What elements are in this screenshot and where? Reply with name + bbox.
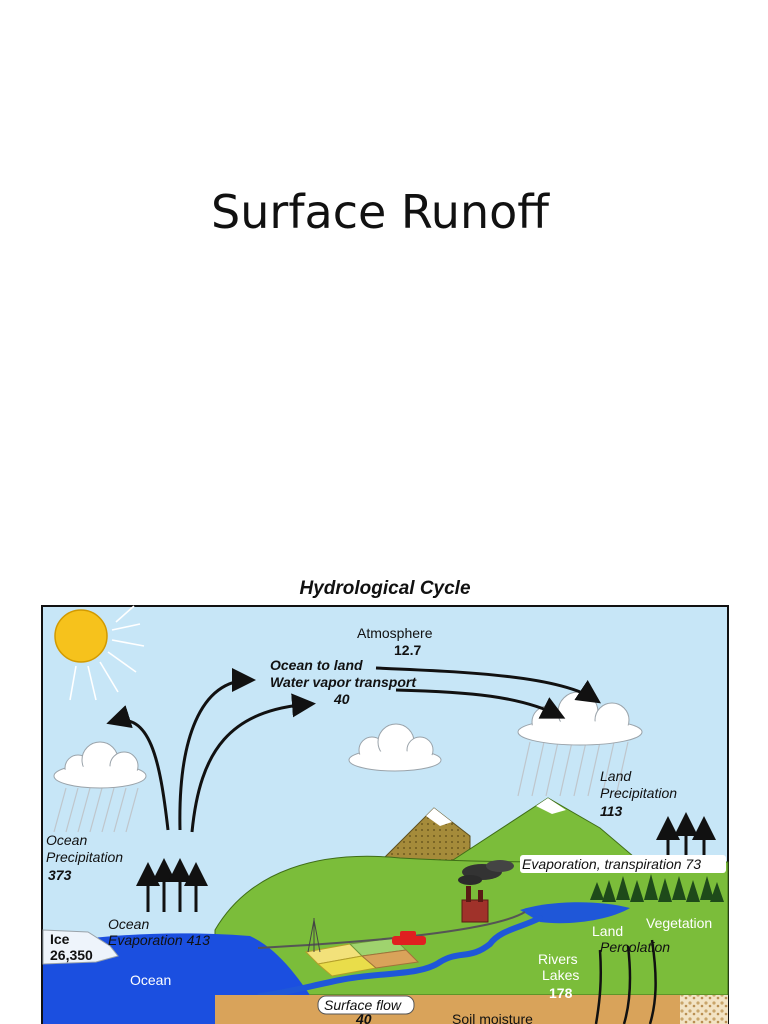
- ocean-evaporation-arrows: [136, 858, 208, 912]
- fields: [304, 937, 420, 977]
- hydrological-cycle-diagram: Atmosphere 12.7 Ocean to land Water vapo…: [41, 605, 729, 1024]
- lakes-label: Lakes: [542, 967, 579, 983]
- lake: [520, 902, 630, 924]
- windmill-icon: [307, 918, 321, 953]
- ice-label: Ice: [50, 931, 70, 947]
- road: [257, 911, 526, 949]
- land-label: Land: [592, 923, 623, 939]
- atmosphere-label: Atmosphere: [357, 625, 433, 641]
- middle-cloud-icon: [348, 723, 442, 772]
- river: [257, 915, 543, 999]
- soil-moisture-label: Soil moisture: [452, 1011, 533, 1024]
- ocean-evaporation-label-line1: Ocean: [108, 916, 149, 932]
- soil-layer: [215, 995, 728, 1024]
- trees: [590, 874, 724, 902]
- surface-flow-value: 40: [355, 1011, 372, 1024]
- evaporation-transpiration-label: Evaporation, transpiration 73: [522, 856, 701, 872]
- atmosphere-value: 12.7: [394, 642, 421, 658]
- transport-label-line2: Water vapor transport: [270, 674, 417, 690]
- ocean-label: Ocean: [130, 972, 171, 988]
- ocean-cloud-icon: [53, 741, 147, 833]
- ocean-evaporation-label-line2: Evaporation 413: [108, 932, 210, 948]
- sun-icon: [54, 605, 145, 701]
- land-precipitation-value: 113: [600, 803, 623, 819]
- transport-label-line1: Ocean to land: [270, 657, 363, 673]
- ice-value: 26,350: [50, 947, 93, 963]
- percolation-label: Percolation: [600, 939, 670, 955]
- land-precipitation-label-line2: Precipitation: [600, 785, 677, 801]
- vegetation-label: Vegetation: [646, 915, 712, 931]
- ice: [42, 929, 119, 965]
- rivers-label: Rivers: [538, 951, 578, 967]
- rivers-lakes-value: 178: [549, 985, 573, 1001]
- percolation-arrows: [594, 939, 657, 1024]
- ocean-precipitation-label-line1: Ocean: [46, 832, 87, 848]
- ocean-precipitation-value: 373: [48, 867, 72, 883]
- land-precipitation-label-line1: Land: [600, 768, 632, 784]
- factory-icon: [458, 860, 514, 923]
- ocean-precipitation-label-line2: Precipitation: [46, 849, 123, 865]
- car-icon: [392, 931, 426, 945]
- vapor-transport-arrows: [106, 666, 601, 833]
- surface-flow-label: Surface flow: [324, 997, 402, 1013]
- diagram-title: Hydrological Cycle: [299, 578, 471, 599]
- slide-title: Surface Runoff: [211, 185, 549, 239]
- land-evaporation-arrows: [656, 812, 716, 858]
- transport-value: 40: [333, 691, 350, 707]
